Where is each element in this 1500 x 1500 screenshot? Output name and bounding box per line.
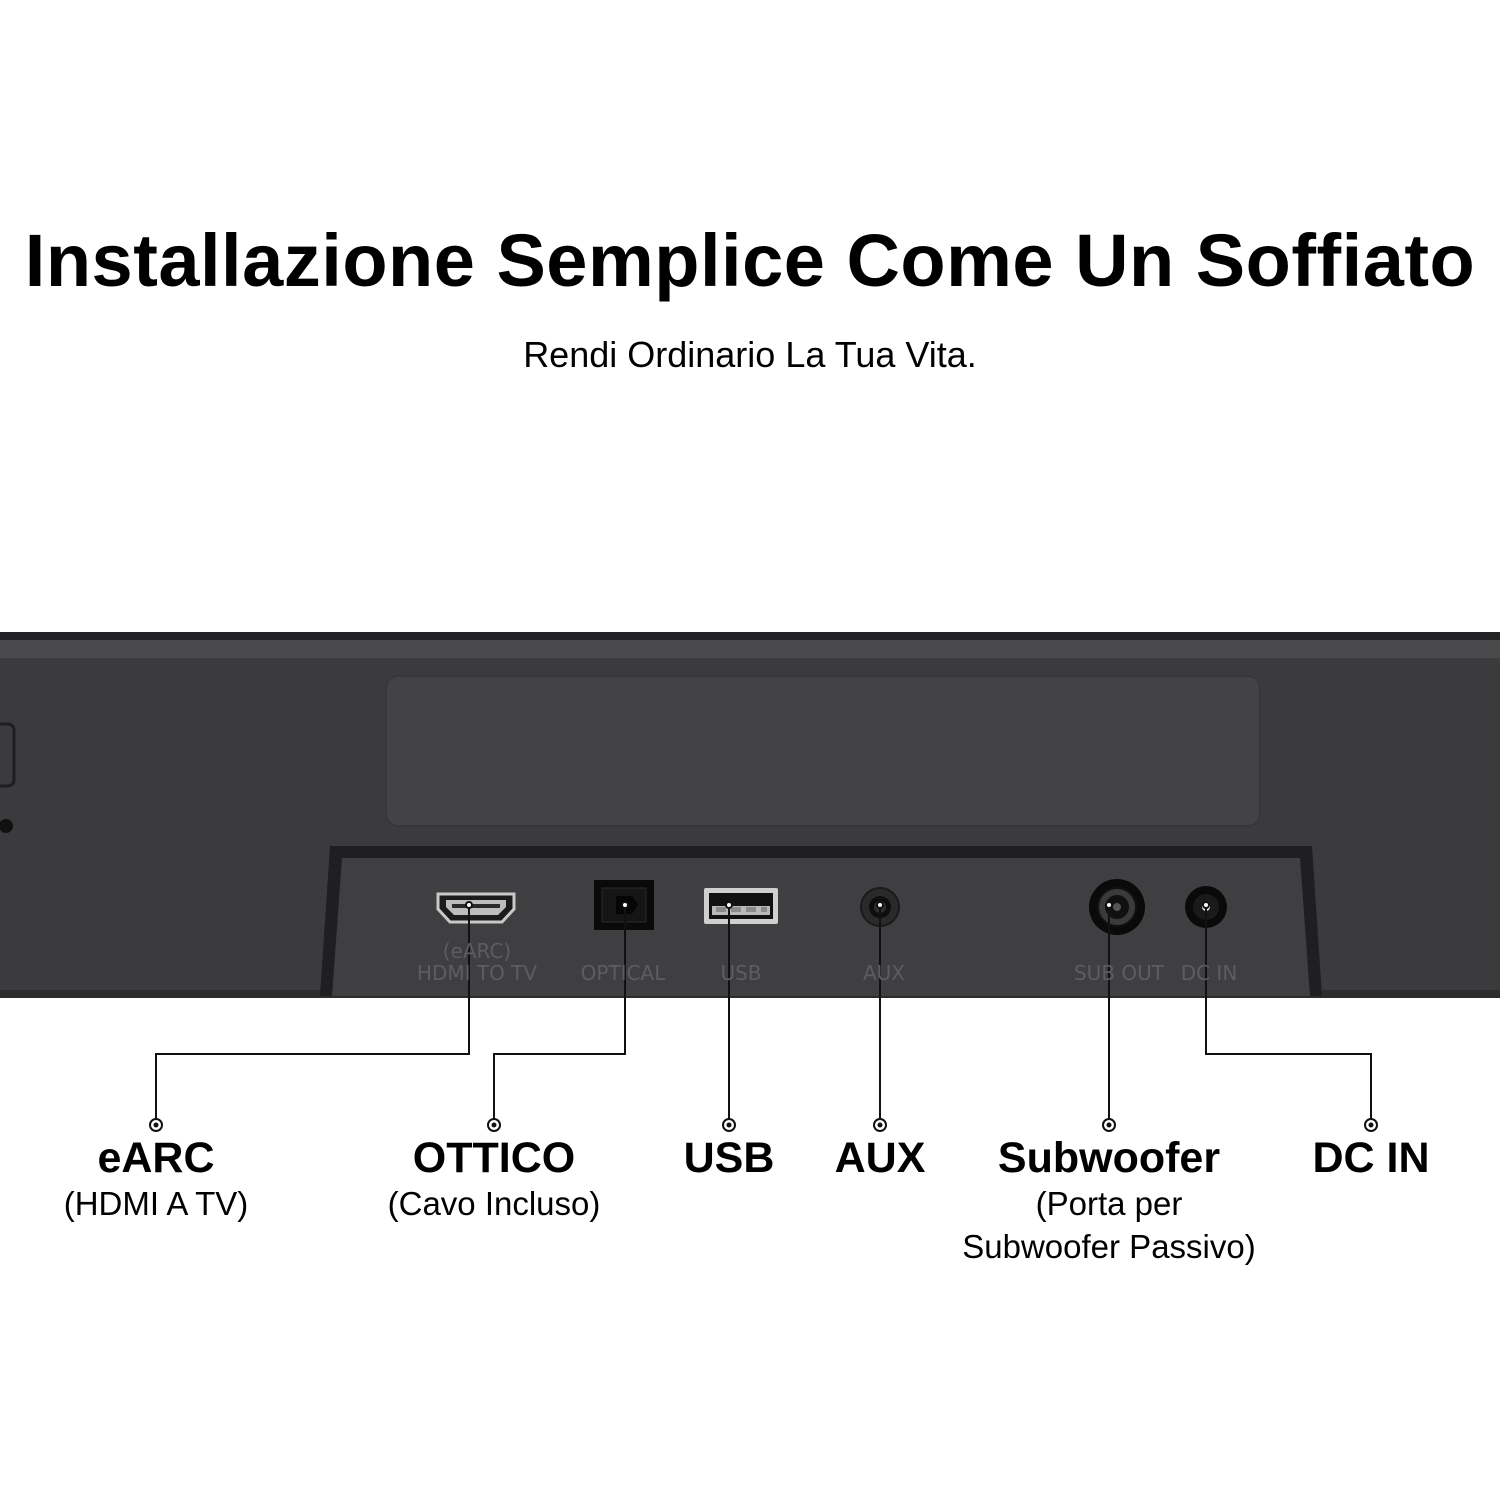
callout-terminal-centers — [153, 1122, 1374, 1128]
callout-usb-title: USB — [683, 1134, 775, 1182]
callout-terminals — [149, 1118, 1378, 1132]
callout-dcin: DC IN — [1281, 1134, 1461, 1182]
port-panel — [332, 858, 1310, 996]
leader-dcin — [1205, 905, 1372, 1122]
callout-optical-subtitle: (Cavo Incluso) — [387, 1185, 601, 1222]
side-indicator — [0, 819, 13, 833]
hdmi-port-icon — [436, 892, 516, 924]
usb-port-icon — [704, 888, 778, 924]
callout-earc-subtitle: (HDMI A TV) — [63, 1185, 249, 1222]
silk-optical: OPTICAL — [580, 961, 666, 985]
leader-lines — [155, 905, 1372, 1122]
callout-subwoofer: Subwoofer (Porta per Subwoofer Passivo) — [949, 1134, 1269, 1268]
callout-earc-title: eARC — [97, 1134, 215, 1182]
anchor-earc — [465, 901, 473, 909]
silk-dc-in: DC IN — [1180, 961, 1238, 985]
leader-earc — [155, 905, 470, 1122]
label-recess — [385, 675, 1261, 827]
silk-sub-out: SUB OUT — [1073, 961, 1164, 985]
callout-aux: AUX — [810, 1134, 950, 1182]
sub-out-port-icon — [1089, 879, 1145, 935]
anchor-aux — [876, 901, 884, 909]
callout-earc: eARC (HDMI A TV) — [36, 1134, 276, 1225]
callout-optical: OTTICO (Cavo Incluso) — [374, 1134, 614, 1225]
silk-hdmi-earc: (eARC) — [442, 939, 512, 963]
callout-subwoofer-subtitle: (Porta per Subwoofer Passivo) — [962, 1185, 1256, 1265]
callout-dcin-title: DC IN — [1312, 1134, 1430, 1182]
anchor-dcin — [1202, 901, 1210, 909]
page-subtitle: Rendi Ordinario La Tua Vita. — [523, 334, 977, 375]
soundbar-top-edge — [0, 632, 1500, 640]
silk-usb: USB — [720, 961, 762, 985]
page-title: Installazione Semplice Come Un Soffiato — [24, 219, 1476, 302]
soundbar-top-bevel — [0, 640, 1500, 658]
callout-usb: USB — [659, 1134, 799, 1182]
silk-aux: AUX — [862, 961, 906, 985]
callout-optical-title: OTTICO — [412, 1134, 576, 1182]
anchor-usb — [725, 901, 733, 909]
anchor-subwoofer — [1105, 901, 1113, 909]
anchor-optical — [621, 901, 629, 909]
leader-optical — [493, 905, 626, 1122]
callout-subwoofer-title: Subwoofer — [997, 1134, 1221, 1182]
side-button — [0, 722, 16, 788]
silk-hdmi-to-tv: HDMI TO TV — [416, 961, 538, 985]
port-anchor-dots — [465, 901, 1210, 909]
callout-aux-title: AUX — [834, 1134, 926, 1182]
